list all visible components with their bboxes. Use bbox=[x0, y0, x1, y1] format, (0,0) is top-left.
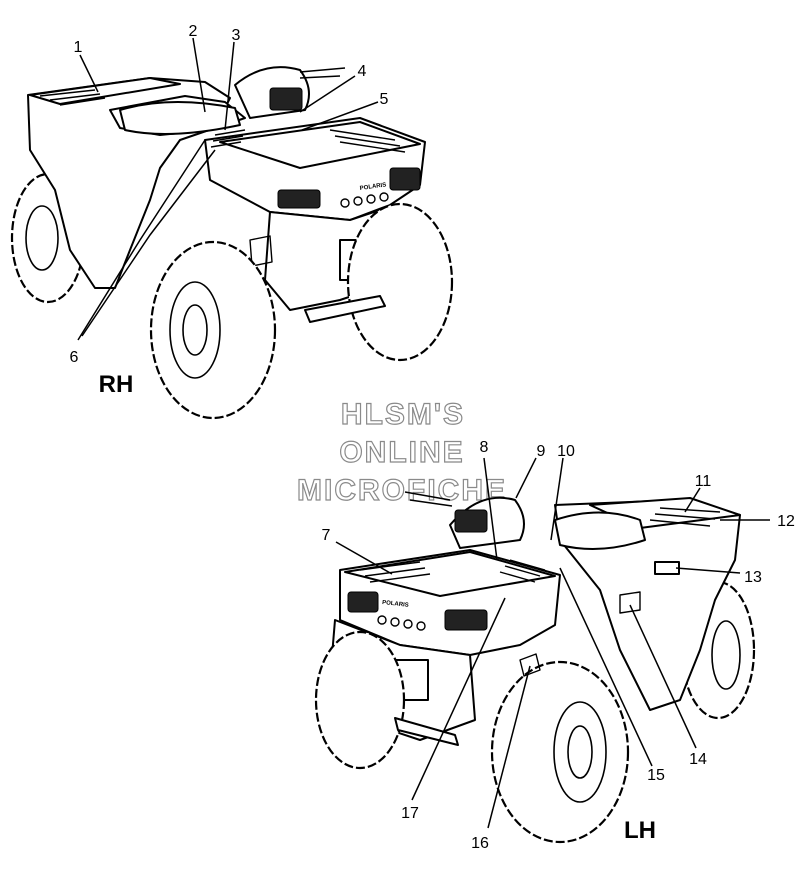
lh-atv-illustration: POLARIS bbox=[314, 491, 756, 844]
callout-5: 5 bbox=[380, 91, 389, 108]
watermark-line-1: HLSM'S bbox=[341, 398, 465, 431]
lh-view-label: LH bbox=[624, 817, 656, 844]
callout-11: 11 bbox=[695, 473, 712, 490]
lh-rack-badge: POLARIS bbox=[382, 600, 409, 609]
callout-7: 7 bbox=[322, 527, 331, 544]
callout-9: 9 bbox=[537, 443, 546, 460]
watermark-line-2: ONLINE bbox=[339, 436, 464, 469]
callout-6: 6 bbox=[70, 349, 79, 366]
watermark-line-3: MICROFICHE bbox=[297, 474, 507, 507]
callout-15: 15 bbox=[647, 767, 665, 784]
callout-3: 3 bbox=[232, 27, 241, 44]
callout-8: 8 bbox=[480, 439, 489, 456]
rh-view-label: RH bbox=[99, 371, 134, 398]
callout-1: 1 bbox=[74, 39, 83, 56]
lh-leader-lines bbox=[335, 457, 770, 829]
callout-12: 12 bbox=[777, 513, 795, 530]
rh-rack-badge: POLARIS bbox=[359, 182, 386, 192]
rh-leader-lines bbox=[77, 37, 379, 341]
callout-13: 13 bbox=[744, 569, 762, 586]
callout-16: 16 bbox=[471, 835, 489, 852]
callout-2: 2 bbox=[189, 23, 198, 40]
callout-4: 4 bbox=[358, 63, 367, 80]
watermark: HLSM'S ONLINE MICROFICHE bbox=[296, 397, 507, 507]
callout-10: 10 bbox=[557, 443, 575, 460]
rh-callouts: 1 2 3 4 5 6 bbox=[70, 23, 389, 366]
callout-14: 14 bbox=[689, 751, 707, 768]
rh-atv-illustration: POLARIS bbox=[10, 66, 454, 420]
callout-17: 17 bbox=[401, 805, 419, 822]
lh-callouts: 7 8 9 10 11 12 13 14 15 16 17 bbox=[322, 439, 795, 852]
